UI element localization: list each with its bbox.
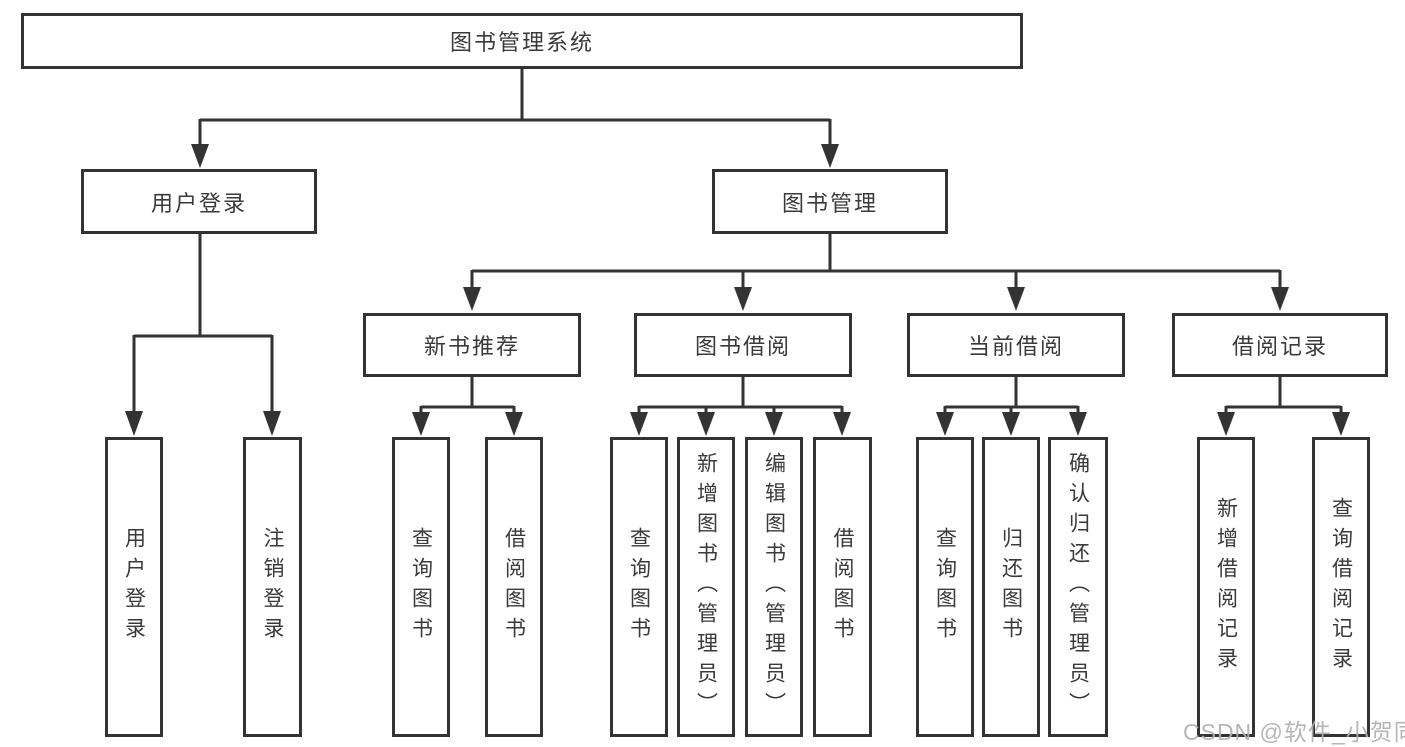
- node-new-book-recommend-label: 新书推荐: [423, 334, 520, 359]
- leaf-newbooks-borrow-books-label: 借阅图书: [502, 527, 526, 647]
- node-current-borrowing: 当前借阅: [907, 313, 1125, 377]
- leaf-records-query-record-label: 查询借阅记录: [1329, 497, 1353, 677]
- node-user-login-label: 用户登录: [150, 190, 247, 216]
- leaf-logout: 注销登录: [243, 437, 302, 737]
- leaf-records-add-record: 新增借阅记录: [1197, 437, 1255, 737]
- node-borrow-records: 借阅记录: [1172, 313, 1388, 377]
- leaf-borrowing-query-books-label: 查询图书: [627, 527, 651, 647]
- node-book-management: 图书管理: [712, 169, 948, 234]
- node-user-login: 用户登录: [81, 169, 317, 234]
- leaf-current-return-books-label: 归还图书: [999, 527, 1023, 647]
- leaf-borrowing-edit-books-admin: 编辑图书（管理员）: [745, 437, 803, 737]
- node-root-system: 图书管理系统: [21, 13, 1023, 69]
- leaf-user-login: 用户登录: [105, 437, 163, 737]
- node-book-management-label: 图书管理: [781, 190, 878, 216]
- leaf-newbooks-query-books-label: 查询图书: [409, 527, 433, 647]
- leaf-current-query-books: 查询图书: [916, 437, 974, 737]
- node-current-borrowing-label: 当前借阅: [967, 334, 1064, 359]
- node-root-system-label: 图书管理系统: [449, 30, 594, 55]
- node-borrow-records-label: 借阅记录: [1231, 334, 1328, 359]
- leaf-borrowing-borrow-books: 借阅图书: [813, 437, 872, 737]
- leaf-borrowing-borrow-books-label: 借阅图书: [831, 527, 854, 647]
- leaf-user-login-label: 用户登录: [122, 527, 146, 647]
- leaf-newbooks-borrow-books: 借阅图书: [485, 437, 543, 737]
- csdn-watermark: CSDN @软件_小贺同学: [1183, 719, 1405, 745]
- leaf-borrowing-edit-books-admin-label: 编辑图书（管理员）: [762, 452, 786, 722]
- leaf-current-confirm-return-admin: 确认归还（管理员）: [1048, 437, 1108, 737]
- leaf-borrowing-add-books-admin-label: 新增图书（管理员）: [694, 452, 718, 722]
- leaf-logout-label: 注销登录: [261, 527, 284, 647]
- leaf-records-add-record-label: 新增借阅记录: [1214, 497, 1238, 677]
- node-book-borrowing: 图书借阅: [634, 313, 852, 377]
- leaf-newbooks-query-books: 查询图书: [392, 437, 450, 737]
- leaf-current-confirm-return-admin-label: 确认归还（管理员）: [1066, 452, 1090, 722]
- leaf-borrowing-query-books: 查询图书: [610, 437, 668, 737]
- leaf-current-query-books-label: 查询图书: [933, 527, 957, 647]
- leaf-borrowing-add-books-admin: 新增图书（管理员）: [677, 437, 735, 737]
- node-book-borrowing-label: 图书借阅: [694, 334, 791, 359]
- node-new-book-recommend: 新书推荐: [363, 313, 581, 377]
- leaf-current-return-books: 归还图书: [982, 437, 1040, 737]
- leaf-records-query-record: 查询借阅记录: [1312, 437, 1370, 737]
